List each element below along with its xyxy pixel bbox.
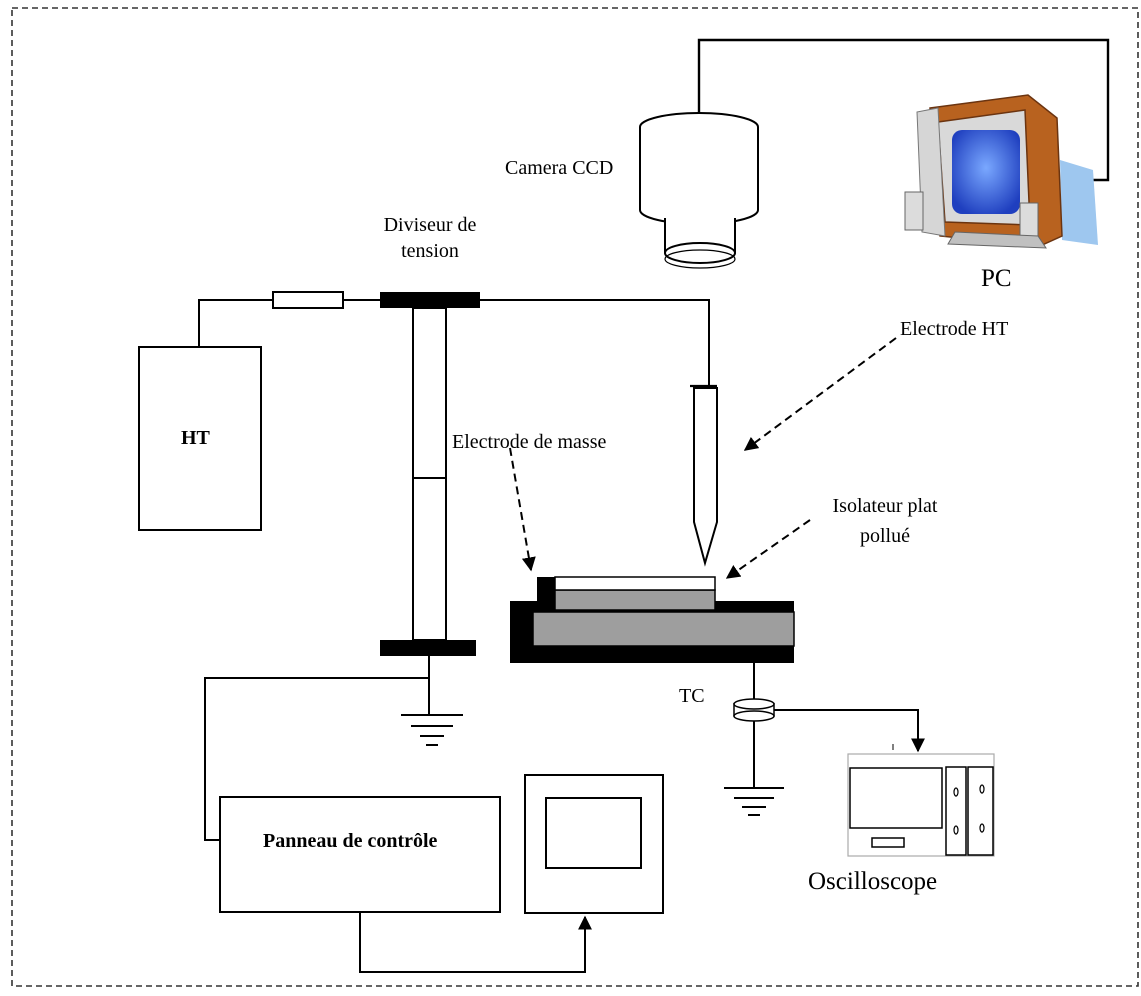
isolateur-label-line2: pollué — [860, 525, 910, 547]
electrode-ht-pointer — [743, 337, 897, 451]
divider-label-line2: tension — [401, 240, 459, 262]
ground-symbol-divider — [401, 714, 463, 746]
pc-label: PC — [981, 265, 1012, 292]
isolateur-label-line1: Isolateur plat — [832, 495, 938, 517]
panneau-label: Panneau de contrôle — [263, 830, 438, 852]
isolateur-pointer — [725, 519, 811, 579]
camera-label: Camera CCD — [505, 157, 614, 179]
divider-label: Diviseur de tension — [368, 214, 492, 262]
camera-ccd-icon — [639, 112, 759, 269]
oscilloscope-icon — [847, 744, 995, 857]
series-resistor — [272, 291, 344, 309]
control-monitor — [524, 774, 664, 914]
panel-monitor-wire — [359, 912, 592, 973]
divider-label-line1: Diviseur de — [383, 214, 477, 236]
divider-electrode-wire — [480, 299, 710, 388]
divider-top-plate — [380, 292, 480, 308]
electrode-masse-label: Electrode de masse — [452, 431, 607, 453]
ht-electrode — [690, 384, 718, 567]
current-transformer — [733, 698, 775, 722]
tc-oscilloscope-wire — [774, 709, 925, 753]
divider-bottom-plate — [380, 640, 476, 656]
ht-source-box — [138, 346, 262, 531]
ht-wire — [198, 299, 273, 347]
electrode-masse-pointer — [509, 447, 536, 572]
pc-icon — [904, 94, 1098, 249]
electrode-ht-label: Electrode HT — [900, 318, 1009, 340]
ht-label: HT — [181, 427, 210, 449]
control-panel-box — [219, 796, 501, 913]
ground-symbol-tc — [724, 787, 784, 816]
dashed-frame — [11, 7, 1139, 987]
control-panel-ground-wire — [204, 677, 429, 841]
divider-body — [412, 307, 447, 641]
oscilloscope-label: Oscilloscope — [808, 868, 938, 895]
isolateur-label: Isolateur plat pollué — [820, 495, 950, 547]
insulator-assembly — [510, 576, 795, 663]
tc-label: TC — [679, 685, 705, 707]
